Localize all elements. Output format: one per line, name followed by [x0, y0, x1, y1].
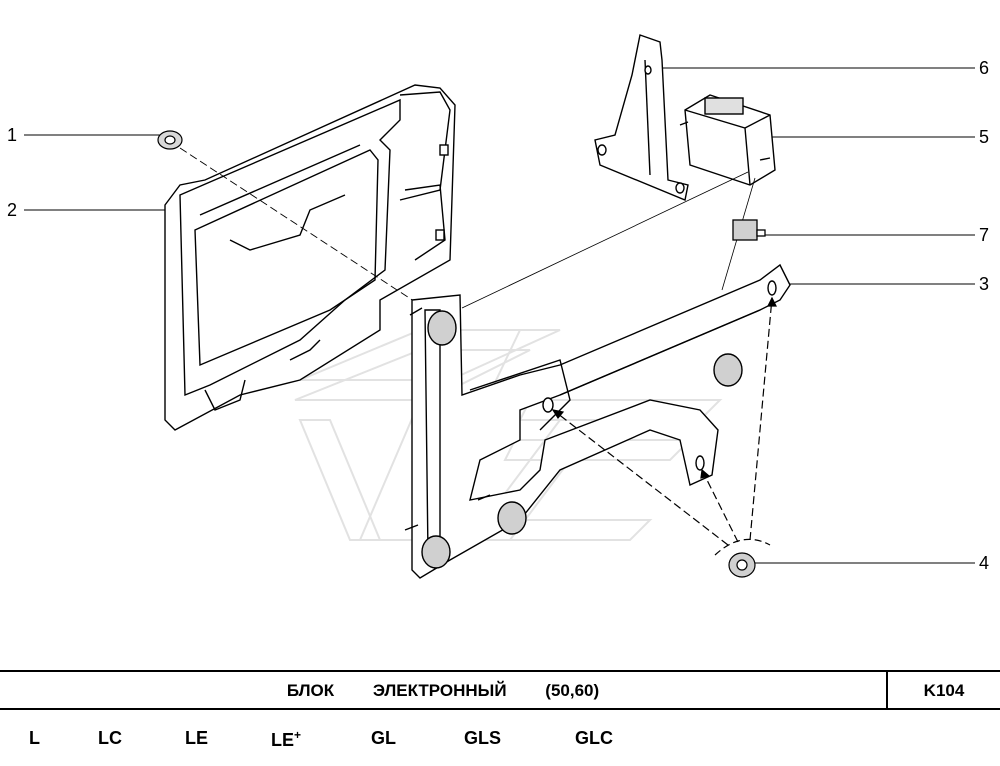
- callout-6: 6: [979, 58, 990, 78]
- variant-le-plus-suffix: +: [294, 728, 302, 742]
- variant-le-plus: LE+: [271, 728, 301, 751]
- title-word-1: БЛОК: [286, 681, 335, 700]
- callout-5: 5: [979, 127, 990, 147]
- nut-item-1: [157, 130, 421, 306]
- bracket-item-6: [594, 34, 689, 201]
- variant-le: LE: [185, 728, 209, 748]
- title-bar: БЛОК ЭЛЕКТРОННЫЙ (50,60) K104: [0, 670, 1000, 710]
- connector-item-7: [732, 219, 766, 241]
- variant-glc: GLC: [575, 728, 613, 748]
- parts-diagram: [24, 34, 975, 579]
- title-word-2: ЭЛЕКТРОННЫЙ: [372, 681, 507, 700]
- variants-row: L LC LE LE+ GL GLS GLC: [0, 710, 1000, 766]
- callout-3: 3: [979, 274, 990, 294]
- part-code: K104: [923, 681, 965, 700]
- variant-gls: GLS: [464, 728, 502, 748]
- variant-le-plus-label: LE: [271, 730, 295, 750]
- variant-lc: LC: [98, 728, 122, 748]
- ecu-unit: [164, 84, 456, 431]
- callout-4: 4: [979, 553, 990, 573]
- variant-gl: GL: [371, 728, 396, 748]
- callout-1: 1: [7, 125, 18, 145]
- bracket-item-3: [404, 263, 791, 579]
- variant-l: L: [29, 728, 40, 748]
- title-divider: [886, 672, 888, 708]
- callout-2: 2: [7, 200, 18, 220]
- page-title: БЛОК ЭЛЕКТРОННЫЙ (50,60): [0, 672, 886, 710]
- title-qualifier: (50,60): [545, 681, 600, 700]
- nut-item-4: [551, 296, 777, 578]
- callout-7: 7: [979, 225, 990, 245]
- leader-lines: [24, 67, 975, 564]
